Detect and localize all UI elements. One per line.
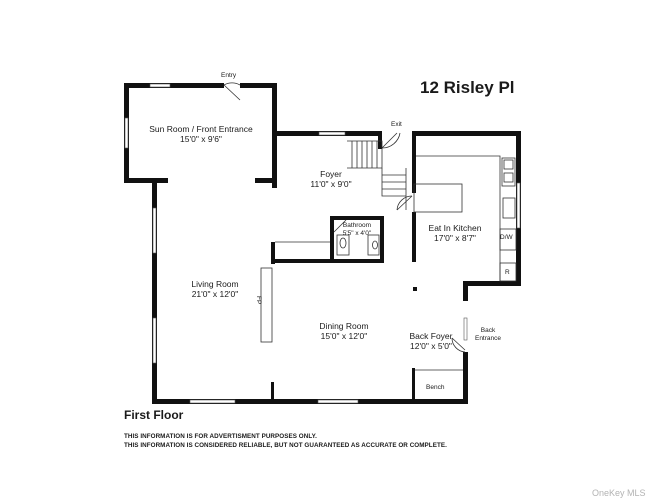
doors: [223, 82, 466, 353]
room-dimensions: 17'0" x 8'7": [434, 233, 476, 244]
disclaimer-line-2: THIS INFORMATION IS CONSIDERED RELIABLE,…: [124, 442, 447, 449]
disclaimer-line-1: THIS INFORMATION IS FOR ADVERTISMENT PUR…: [124, 433, 317, 440]
room-bathroom: Bathroom 5'5" x 4'0": [343, 222, 371, 238]
bathroom-fixtures: [336, 234, 380, 256]
fireplace: [260, 267, 273, 343]
room-living-room: Living Room 21'0" x 12'0": [191, 279, 238, 299]
room-eat-in-kitchen: Eat In Kitchen 17'0" x 8'7": [429, 223, 482, 243]
back-entrance-label: Back Entrance: [474, 327, 502, 342]
room-sun-room: Sun Room / Front Entrance 15'0" x 9'6": [149, 124, 252, 144]
room-name: Dining Room: [319, 321, 369, 331]
refrigerator-label: R: [505, 269, 510, 276]
exit-label: Exit: [391, 121, 402, 128]
room-dimensions: 15'0" x 9'6": [180, 134, 222, 145]
room-dimensions: 21'0" x 12'0": [191, 289, 239, 300]
room-name: Bathroom: [342, 222, 372, 229]
stairs: [347, 140, 407, 210]
dishwasher-label: D/W: [500, 234, 513, 241]
floor-label: First Floor: [124, 408, 184, 422]
room-back-foyer: Back Foyer 12'0" x 5'0": [410, 331, 453, 351]
room-dimensions: 5'5" x 4'0": [342, 229, 372, 237]
bench-label: Bench: [426, 384, 445, 391]
room-dimensions: 15'0" x 12'0": [320, 331, 368, 342]
room-dimensions: 12'0" x 5'0": [410, 341, 452, 352]
watermark: OneKey MLS: [592, 488, 646, 498]
room-name: Sun Room / Front Entrance: [149, 124, 253, 134]
entry-label: Entry: [221, 72, 237, 79]
room-name: Foyer: [320, 169, 342, 179]
room-foyer: Foyer 11'0" x 9'0": [310, 169, 351, 189]
room-dining-room: Dining Room 15'0" x 12'0": [319, 321, 368, 341]
address-title: 12 Risley Pl: [420, 78, 515, 97]
room-name: Eat In Kitchen: [428, 223, 482, 233]
kitchen-fixtures: [413, 155, 517, 282]
fireplace-label: FP: [255, 296, 262, 305]
room-name: Back Foyer: [409, 331, 453, 341]
room-name: Living Room: [191, 279, 239, 289]
windows: [124, 83, 521, 404]
room-dimensions: 11'0" x 9'0": [310, 179, 352, 190]
